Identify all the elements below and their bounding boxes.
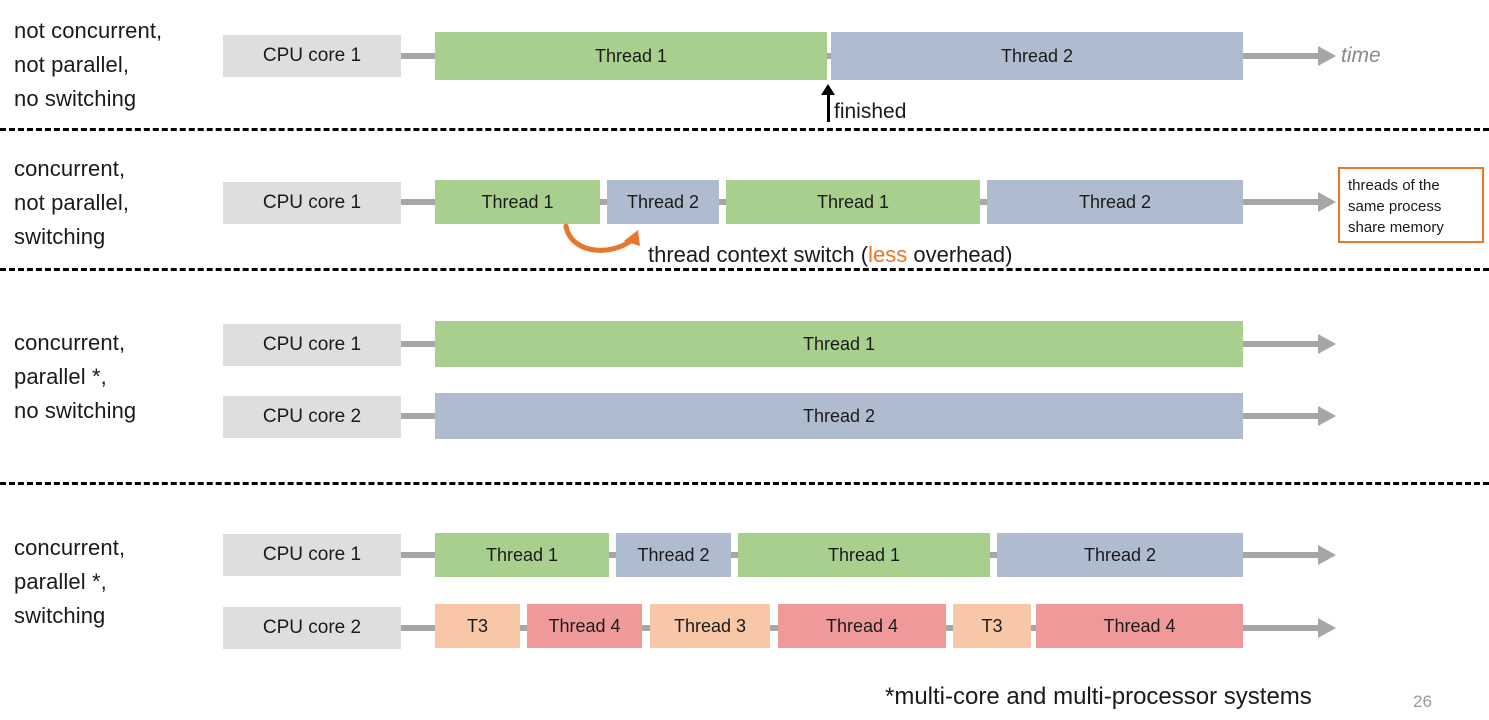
- time-axis-label: time: [1341, 44, 1381, 67]
- core-box-r1c1: CPU core 1: [223, 35, 401, 77]
- thread-block-label: Thread 4: [548, 615, 621, 636]
- thread-block-label: Thread 1: [481, 191, 554, 212]
- footnote-multicore: *multi-core and multi-processor systems: [885, 683, 1312, 710]
- context-switch-label: thread context switch (less overhead): [648, 242, 1012, 268]
- separator-3: [0, 482, 1489, 485]
- thread-block-label: Thread 2: [802, 405, 876, 426]
- note-box-shared-memory: threads of the same process share memory: [1338, 167, 1484, 243]
- core-box-label: CPU core 1: [262, 45, 362, 66]
- core-box-label: CPU core 1: [262, 544, 362, 565]
- core-box-label: CPU core 2: [262, 406, 362, 427]
- thread-block-label: T3: [466, 615, 488, 636]
- finished-label: finished: [834, 100, 907, 123]
- thread-block-r1-1[interactable]: Thread 1: [435, 32, 827, 80]
- thread-block-label: Thread 4: [1103, 615, 1176, 636]
- thread-block-r2-1[interactable]: Thread 1: [435, 180, 600, 224]
- thread-block-r4c1-4[interactable]: Thread 2: [997, 533, 1243, 577]
- core-box-r3c1: CPU core 1: [223, 324, 401, 366]
- thread-block-r4c2-3[interactable]: Thread 3: [650, 604, 770, 648]
- core-box-r3c2: CPU core 2: [223, 396, 401, 438]
- thread-block-r2-2[interactable]: Thread 2: [607, 180, 719, 224]
- context-switch-arrow-icon: [563, 223, 640, 253]
- thread-block-r4c1-3[interactable]: Thread 1: [738, 533, 990, 577]
- timeline-arrowhead-r2: [1318, 192, 1336, 212]
- core-box-label: CPU core 1: [262, 192, 362, 213]
- core-box-label: CPU core 2: [262, 617, 362, 638]
- row-label-concurrent-switching: concurrent, not parallel, switching: [14, 156, 130, 249]
- thread-block-r1-2[interactable]: Thread 2: [831, 32, 1243, 80]
- thread-block-label: Thread 1: [594, 45, 668, 66]
- core-box-r4c1: CPU core 1: [223, 534, 401, 576]
- thread-block-label: Thread 2: [637, 544, 710, 565]
- context-switch-prefix: thread context switch (: [648, 242, 869, 267]
- thread-block-label: T3: [981, 615, 1003, 636]
- thread-block-r4c2-2[interactable]: Thread 4: [527, 604, 642, 648]
- timeline-arrowhead-r4c1: [1318, 545, 1336, 565]
- thread-block-r4c2-6[interactable]: Thread 4: [1036, 604, 1243, 648]
- thread-block-r4c2-5[interactable]: T3: [953, 604, 1031, 648]
- context-switch-suffix: overhead): [907, 242, 1013, 267]
- thread-block-label: Thread 2: [1083, 544, 1157, 565]
- separator-2: [0, 268, 1489, 271]
- context-switch-highlight: less: [868, 242, 908, 267]
- thread-block-r3c1-1[interactable]: Thread 1: [435, 321, 1243, 367]
- timeline-arrowhead-r1: [1318, 46, 1336, 66]
- thread-block-label: Thread 1: [485, 544, 559, 565]
- thread-block-label: Thread 2: [626, 191, 700, 212]
- timeline-arrowhead-r3c2: [1318, 406, 1336, 426]
- row-label-parallel-no-switching: concurrent, parallel *, no switching: [14, 330, 137, 423]
- core-box-label: CPU core 1: [262, 334, 362, 355]
- thread-block-label: Thread 4: [825, 615, 899, 636]
- thread-block-r2-3[interactable]: Thread 1: [726, 180, 980, 224]
- timeline-arrowhead-r3c1: [1318, 334, 1336, 354]
- row-label-not-concurrent: not concurrent, not parallel, no switchi…: [14, 18, 163, 111]
- thread-block-label: Thread 3: [673, 615, 747, 636]
- thread-block-label: Thread 2: [1078, 191, 1152, 212]
- thread-block-label: Thread 1: [816, 191, 890, 212]
- timeline-arrowhead-r4c2: [1318, 618, 1336, 638]
- core-box-r2c1: CPU core 1: [223, 182, 401, 224]
- finished-arrow-head-icon: [821, 84, 835, 95]
- thread-block-label: Thread 1: [827, 544, 901, 565]
- thread-block-r4c2-4[interactable]: Thread 4: [778, 604, 946, 648]
- thread-block-r3c2-1[interactable]: Thread 2: [435, 393, 1243, 439]
- core-box-r4c2: CPU core 2: [223, 607, 401, 649]
- thread-block-r4c2-1[interactable]: T3: [435, 604, 520, 648]
- thread-block-r2-4[interactable]: Thread 2: [987, 180, 1243, 224]
- separator-1: [0, 128, 1489, 131]
- thread-block-r4c1-1[interactable]: Thread 1: [435, 533, 609, 577]
- thread-block-label: Thread 1: [802, 333, 876, 354]
- page-number: 26: [1413, 692, 1432, 711]
- thread-block-r4c1-2[interactable]: Thread 2: [616, 533, 731, 577]
- row-label-parallel-switching: concurrent, parallel *, switching: [14, 535, 126, 628]
- finished-arrow-shaft-icon: [827, 94, 830, 122]
- thread-block-label: Thread 2: [1000, 45, 1074, 66]
